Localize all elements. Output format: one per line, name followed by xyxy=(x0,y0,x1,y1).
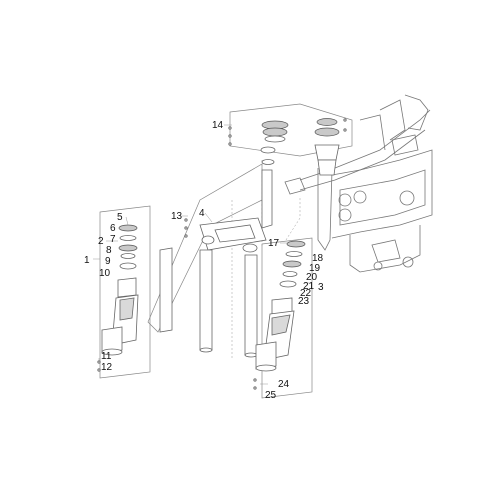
part-label-11: 11 xyxy=(101,351,112,362)
steering-stem-assembly xyxy=(159,169,273,358)
steering-bearing-parts xyxy=(228,118,347,176)
steering-bearing-group-outline xyxy=(229,103,353,157)
part-label-10: 10 xyxy=(99,268,111,279)
guide-line-3 xyxy=(285,196,301,241)
left-fork-assembly xyxy=(97,224,139,372)
part-label-21: 21 xyxy=(303,281,315,292)
right-fork-assembly xyxy=(253,240,306,390)
part-label-9: 9 xyxy=(105,256,111,267)
part-label-17: 17 xyxy=(268,238,280,249)
part-label-6: 6 xyxy=(110,223,116,234)
part-label-19: 19 xyxy=(309,263,321,274)
part-label-18: 18 xyxy=(312,253,324,264)
part-label-8: 8 xyxy=(106,245,112,256)
left-fork-group-outline xyxy=(99,205,151,379)
part-label-24: 24 xyxy=(278,379,290,390)
part-label-22: 22 xyxy=(300,288,312,299)
frame-illustration xyxy=(284,94,433,273)
part-label-25: 25 xyxy=(265,390,277,401)
part-label-2: 2 xyxy=(98,236,104,247)
part-label-5: 5 xyxy=(117,212,123,223)
assembly-outlines xyxy=(99,103,353,399)
part-number-labels: 1 2 3 4 5 6 7 8 9 10 11 12 13 14 17 18 1… xyxy=(84,120,324,401)
part-label-4: 4 xyxy=(199,208,205,219)
part-label-23: 23 xyxy=(298,296,310,307)
part-label-12: 12 xyxy=(101,362,113,373)
part-label-20: 20 xyxy=(306,272,318,283)
part-label-1: 1 xyxy=(84,255,90,266)
part-label-14: 14 xyxy=(212,120,224,131)
part-label-3: 3 xyxy=(318,282,324,293)
part-label-7: 7 xyxy=(110,234,116,245)
leader-lines xyxy=(93,124,312,385)
part-label-13: 13 xyxy=(171,211,183,222)
